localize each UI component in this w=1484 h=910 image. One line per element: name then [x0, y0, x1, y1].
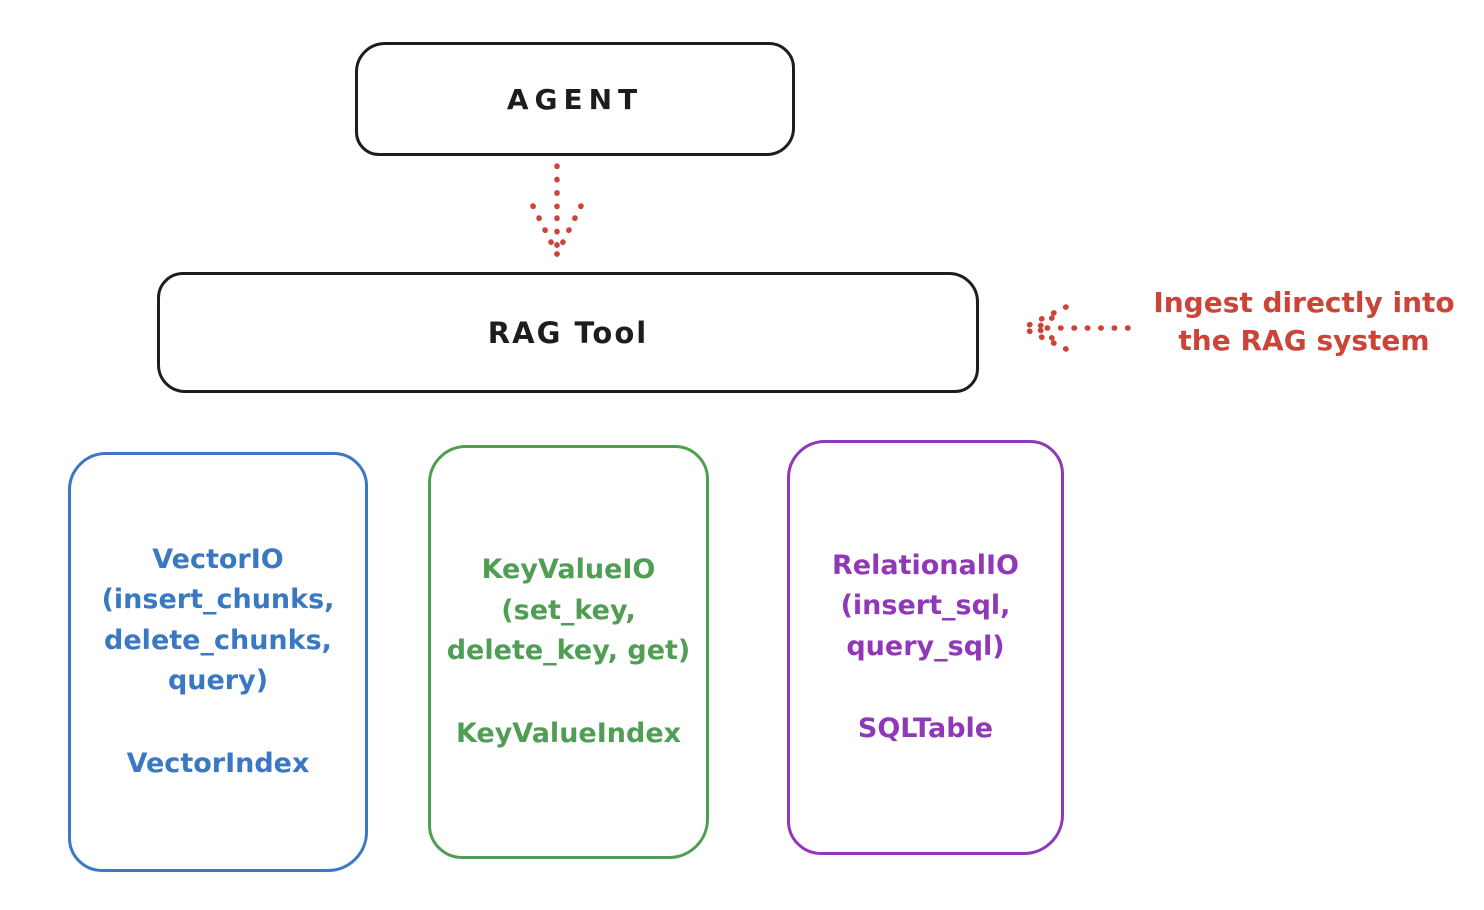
relational-io-title: RelationalIO — [832, 549, 1019, 581]
keyvalue-io-title: KeyValueIO — [481, 554, 656, 585]
agent-label: AGENT — [506, 82, 644, 116]
dotted-arrow-left-icon — [1020, 304, 1131, 352]
vector-io-methods-line3: query) — [167, 665, 269, 697]
relational-io-methods-line2: query_sql) — [846, 630, 1005, 662]
keyvalue-index-label: KeyValueIndex — [455, 717, 682, 749]
keyvalue-io-methods-line1: (set_key, — [501, 594, 636, 626]
keyvalue-io-box: KeyValueIO (set_key, delete_key, get) Ke… — [428, 445, 709, 859]
vector-io-methods-line1: (insert_chunks, — [101, 584, 335, 616]
vector-io-methods-line2: delete_chunks, — [104, 624, 332, 656]
ingest-annotation: Ingest directly into the RAG system — [1136, 284, 1472, 360]
relational-io-box: RelationalIO (insert_sql, query_sql) SQL… — [787, 440, 1064, 855]
agent-box: AGENT — [355, 42, 795, 156]
vector-io-title: VectorIO — [152, 543, 284, 575]
keyvalue-io-methods-line2: delete_key, get) — [446, 635, 691, 666]
vector-index-label: VectorIndex — [126, 747, 310, 779]
sql-table-label: SQLTable — [857, 713, 994, 744]
relational-io-methods-line1: (insert_sql, — [840, 590, 1011, 621]
dotted-arrow-down-icon — [530, 163, 584, 257]
rag-tool-box: RAG Tool — [157, 272, 979, 393]
rag-tool-label: RAG Tool — [487, 315, 649, 350]
vector-io-box: VectorIO (insert_chunks, delete_chunks, … — [68, 452, 368, 872]
ingest-annotation-line1: Ingest directly into — [1153, 286, 1455, 319]
ingest-annotation-line2: the RAG system — [1178, 323, 1430, 357]
